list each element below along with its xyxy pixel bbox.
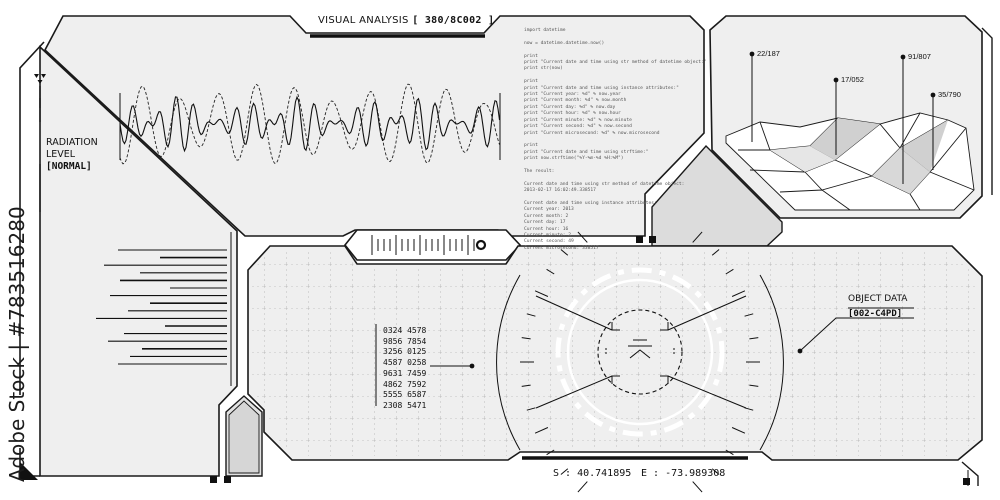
code-line: 2013-02-17 16:02:49.338517 <box>524 188 596 194</box>
code-line: Current date and time using str method o… <box>524 181 685 187</box>
code-line: print <box>524 79 538 85</box>
arc-tick <box>731 290 746 297</box>
arc-tick <box>534 290 549 297</box>
arc-tick <box>725 449 734 456</box>
arc-tick <box>731 427 746 434</box>
number-readout: 4587 0258 <box>383 358 427 368</box>
arc-tick <box>526 407 536 411</box>
arc-tick <box>711 249 720 256</box>
arc-tick <box>577 231 588 243</box>
arc-tick <box>560 249 569 256</box>
arc-tick <box>577 481 588 493</box>
code-line: print "Current minute: %d" % now.minute <box>524 117 632 123</box>
code-line: print "Current microsecond: %d" % now.mi… <box>524 130 660 136</box>
code-line: print "Current date and time using strft… <box>524 149 649 155</box>
code-line: Current hour: 16 <box>524 226 569 232</box>
number-readout: 9631 7459 <box>383 368 427 378</box>
coordinate-s: S : 40.741895 <box>553 468 632 479</box>
number-readout: 3256 0125 <box>383 347 427 357</box>
page-title: VISUAL ANALYSIS [ 380/8C002 ] <box>318 15 495 26</box>
terrain-readout-2: 17/052 <box>841 75 864 84</box>
terrain-readout-3: 91/807 <box>908 52 931 61</box>
wave-chart <box>119 83 501 165</box>
number-readout: 4862 7592 <box>383 379 427 389</box>
targeting-reticle <box>496 231 784 493</box>
radiation-label: RADIATION <box>46 137 98 148</box>
code-line: print str(now) <box>524 66 563 72</box>
terrain-readout-4: 35/790 <box>938 90 961 99</box>
radiation-status: [NORMAL] <box>46 161 92 172</box>
radiation-label-level: LEVEL <box>46 149 76 160</box>
terrain-mesh <box>725 112 975 211</box>
code-line: The result: <box>524 168 555 174</box>
wave-panel <box>44 15 705 237</box>
arc-tick <box>526 313 536 317</box>
arc-tick <box>534 427 549 434</box>
terrain-readout-1: 22/187 <box>757 49 780 58</box>
code-line: Current second: 49 <box>524 239 574 245</box>
number-readout: 0324 4578 <box>383 326 427 335</box>
code-line: print now.strftime("%Y-%m-%d %H:%M") <box>524 156 624 162</box>
watermark: Adobe Stock | #783516280 <box>5 206 29 482</box>
arc-tick <box>725 268 734 275</box>
code-line: Current day: 17 <box>524 220 566 226</box>
code-line: print "Current year: %d" % now.year <box>524 92 621 98</box>
object-data-label: OBJECT DATA <box>848 294 908 304</box>
bar-meter <box>96 249 227 365</box>
arc-tick <box>692 231 703 243</box>
code-line: print <box>524 53 538 59</box>
arc-tick <box>546 268 555 275</box>
arc-tick <box>749 384 759 387</box>
code-line: Current minute: 2 <box>524 233 572 238</box>
code-line: now = datetime.datetime.now() <box>524 40 605 46</box>
ruler-ticks <box>371 235 475 255</box>
code-line: Current microsecond: 338517 <box>524 245 599 251</box>
code-listing: import datetime now = datetime.datetime.… <box>524 28 707 252</box>
number-readout: 5555 6587 <box>383 390 427 400</box>
code-line: import datetime <box>524 28 566 33</box>
terrain-markers <box>749 51 936 184</box>
arc-tick <box>744 407 754 411</box>
number-readout: 9856 7854 <box>383 336 427 346</box>
object-data-code: [002-C4PD] <box>848 309 903 319</box>
code-line: print "Current date and time using insta… <box>524 85 679 91</box>
arc-tick <box>521 384 531 387</box>
arc-tick <box>711 468 720 475</box>
code-line: Current month: 2 <box>524 213 569 219</box>
code-line: print "Current day: %d" % now.day <box>524 104 616 110</box>
arc-tick <box>692 481 703 493</box>
ruler-knob[interactable] <box>475 239 487 251</box>
arc-tick <box>744 313 754 317</box>
code-line: print "Current month: %d" % now.month <box>524 98 627 104</box>
radiation-readout: RADIATION LEVEL [NORMAL] <box>46 137 98 173</box>
code-line: Current year: 2013 <box>524 207 574 213</box>
arc-tick <box>749 337 759 340</box>
code-line: print "Current date and time using str m… <box>524 60 707 66</box>
code-line: print "Current second: %d" % now.second <box>524 124 632 130</box>
code-line: Current date and time using instance att… <box>524 200 657 206</box>
arc-tick <box>521 337 531 340</box>
arc-tick <box>546 449 555 456</box>
code-line: print <box>524 143 538 149</box>
code-line: print "Current hour: %d" % now.hour <box>524 111 621 117</box>
number-readout: 2308 5471 <box>383 400 427 410</box>
coordinate-e: E : -73.989308 <box>641 468 726 479</box>
object-data: OBJECT DATA [002-C4PD] <box>848 294 907 319</box>
arc-tick <box>560 468 569 475</box>
